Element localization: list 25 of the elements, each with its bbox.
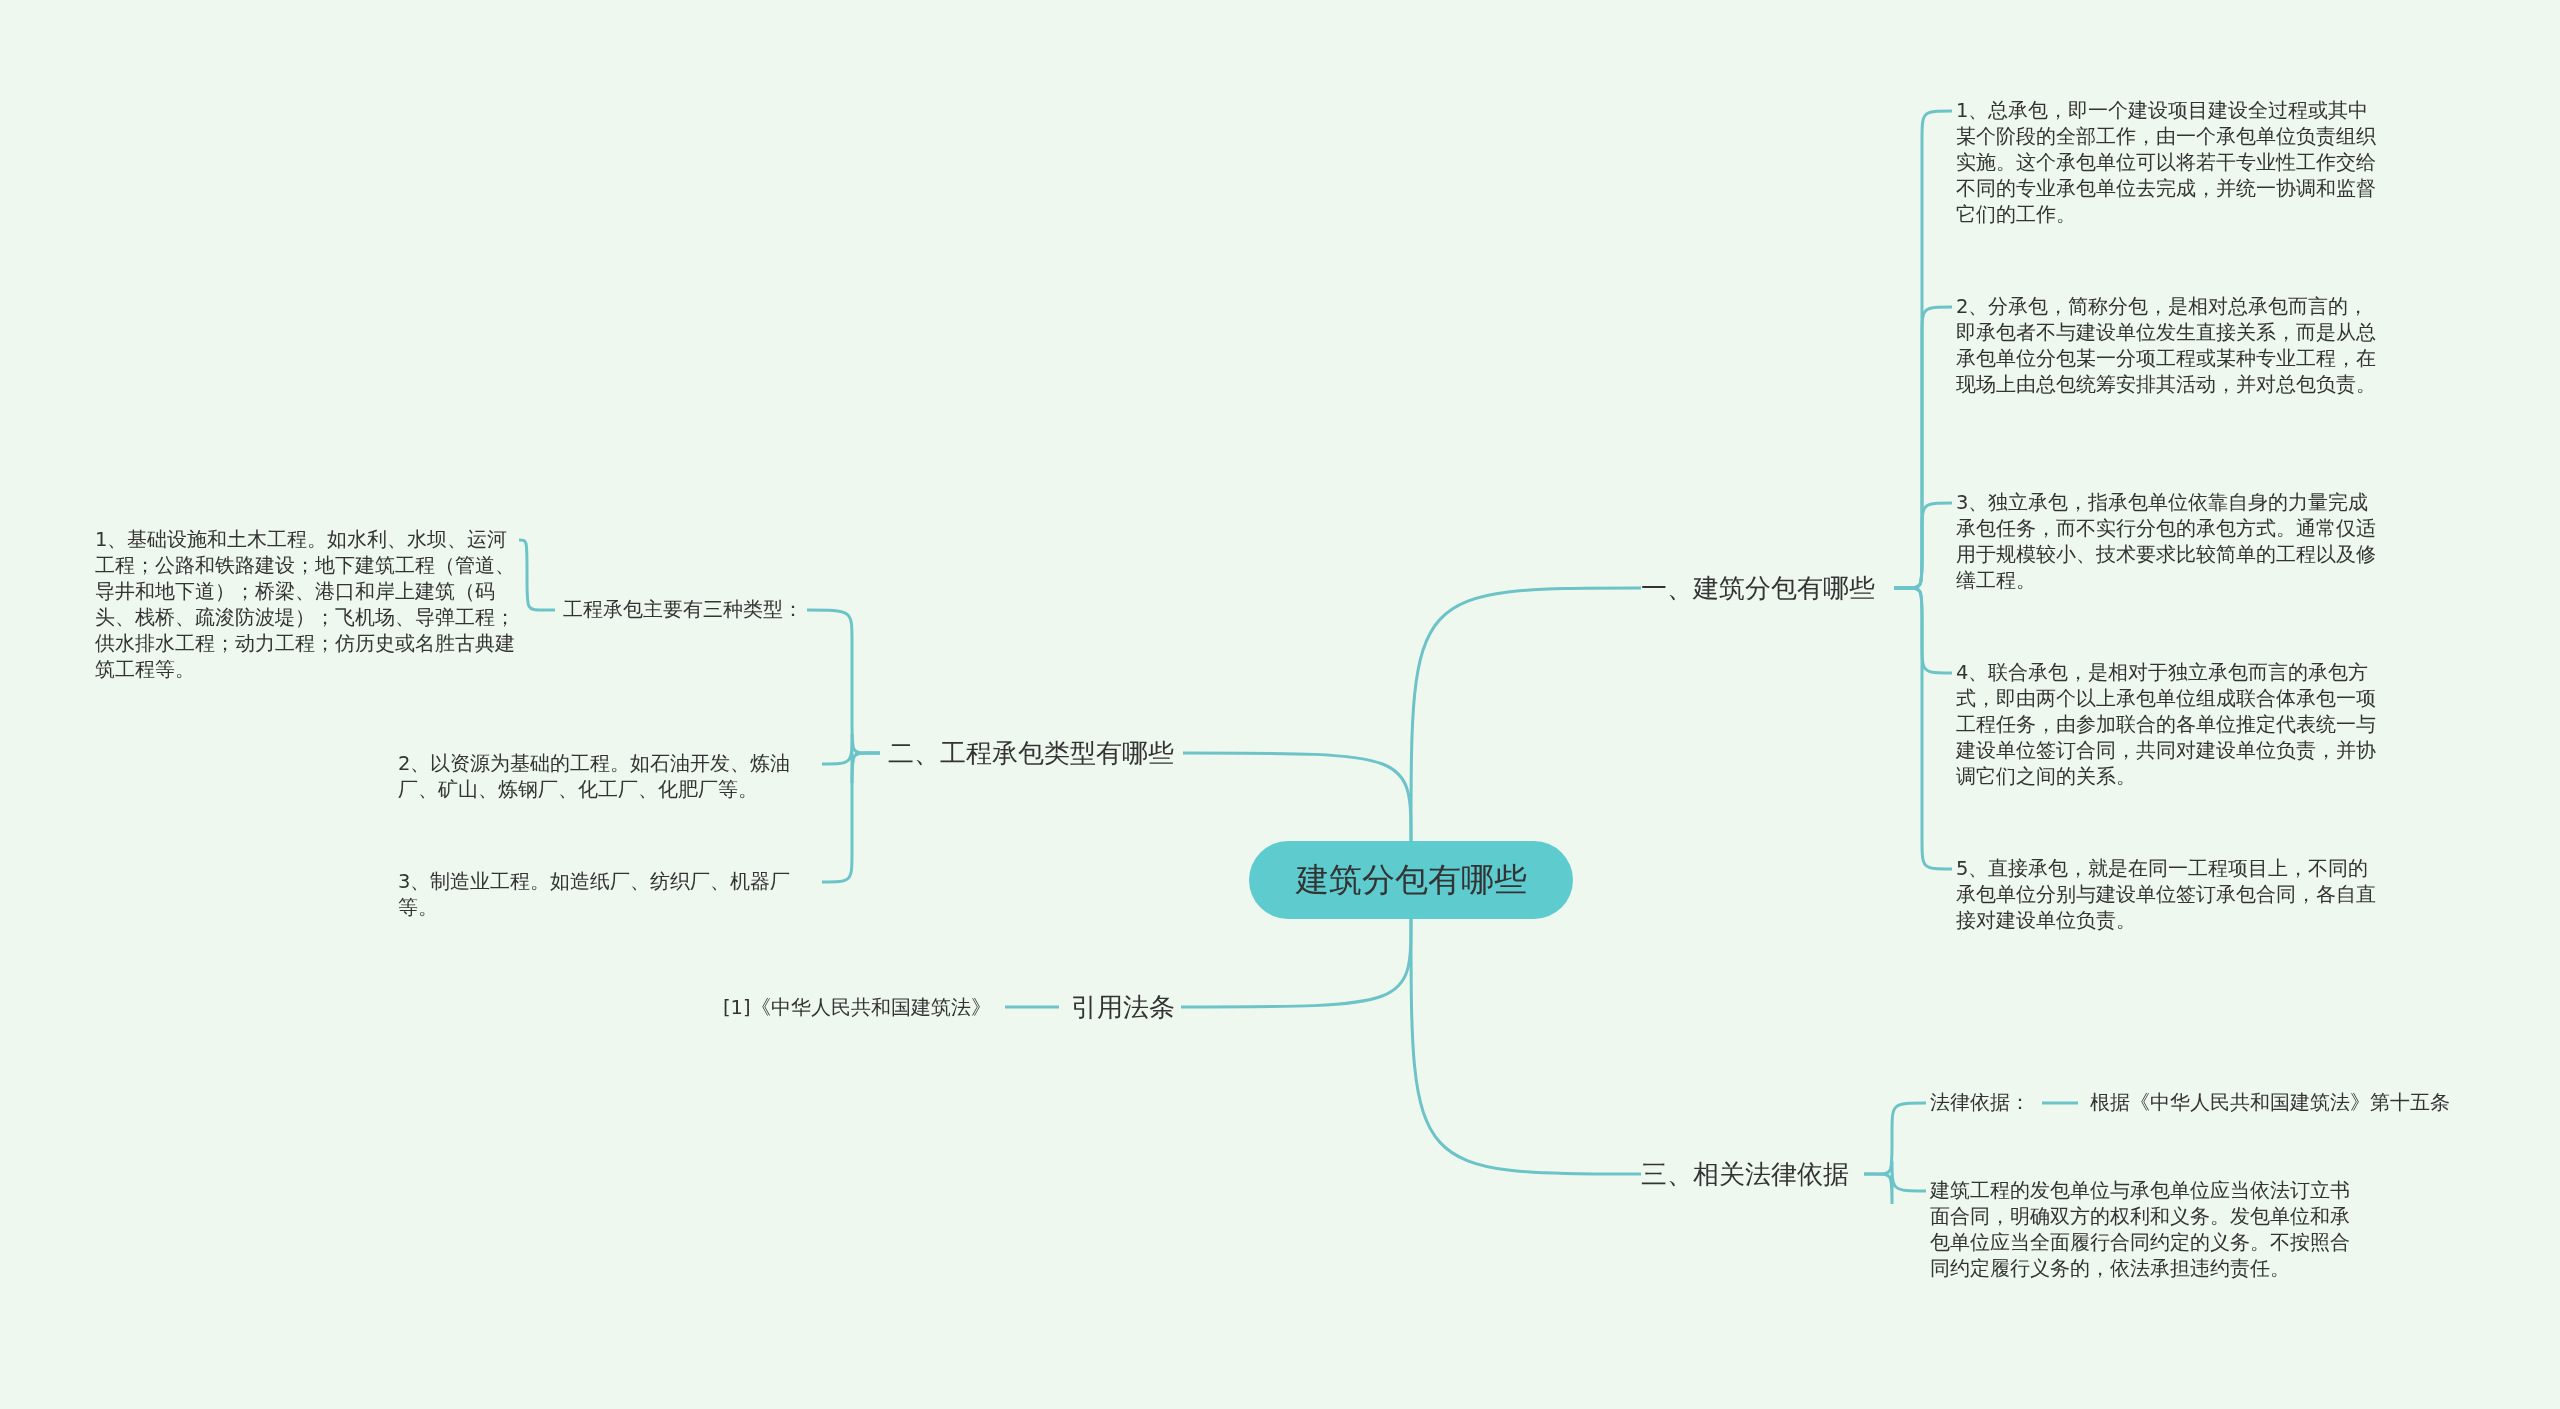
subtopic-text: 5、直接承包，就是在同一工程项目上，不同的承包单位分别与建设单位签订承包合同，各自直接对建设单位负责。 (1956, 856, 2381, 934)
subtopic-text: 法律依据： (1930, 1090, 2030, 1116)
branch-topic: 引用法条 (1071, 991, 1181, 1023)
connector-line (2042, 1101, 2078, 1105)
subtopic-text: 1、总承包，即一个建设项目建设全过程或其中某个阶段的全部工作，由一个承包单位负责组织实施。这个承包单位可以将若干专业性工作交给不同的专业承包单位去完成，并统一协调和监督它们的工作。 (1956, 98, 2381, 228)
connector-line (1005, 1005, 1059, 1009)
connector-line (1409, 586, 1641, 841)
branch-topic: 二、工程承包类型有哪些 (888, 737, 1183, 769)
subtopic-text: 2、以资源为基础的工程。如石油开发、炼油厂、矿山、炼钢厂、化工厂、化肥厂等。 (398, 751, 818, 803)
connector-line (1181, 919, 1413, 1009)
connector-line (1864, 1159, 1926, 1206)
central-topic-box: 建筑分包有哪些 (1249, 841, 1573, 919)
branch-topic: 一、建筑分包有哪些 (1641, 572, 1886, 604)
subtopic-text: 根据《中华人民共和国建筑法》第十五条 (2090, 1090, 2470, 1116)
connector-line (1409, 919, 1641, 1176)
subtopic-text: 1、基础设施和土木工程。如水利、水坝、运河工程；公路和铁路建设；地下建筑工程（管道、导井和地下道）；桥梁、港口和岸上建筑（码头、栈桥、疏浚防波堤）；飞机场、导弹工程；供水排水工程；动力工程；仿历史或名胜古典建筑工程等。 (95, 527, 515, 683)
branch-topic: 三、相关法律依据 (1641, 1158, 1856, 1190)
subtopic-text: 3、制造业工程。如造纸厂、纺织厂、机器厂等。 (398, 869, 818, 921)
subtopic-text: [1]《中华人民共和国建筑法》 (723, 995, 993, 1021)
subtopic-text: 2、分承包，简称分包，是相对总承包而言的，即承包者不与建设单位发生直接关系，而是从总承包单位分包某一分项工程或某种专业工程，在现场上由总包统筹安排其活动，并对总包负责。 (1956, 294, 2381, 398)
subtopic-text: 工程承包主要有三种类型： (563, 597, 803, 623)
connector-line (1183, 751, 1413, 841)
subtopic-text: 3、独立承包，指承包单位依靠自身的力量完成承包任务，而不实行分包的承包方式。通常仅适用于规模较小、技术要求比较简单的工程以及修缮工程。 (1956, 490, 2381, 594)
subtopic-text: 4、联合承包，是相对于独立承包而言的承包方式，即由两个以上承包单位组成联合体承包一项工程任务，由参加联合的各单位推定代表统一与建设单位签订合同，共同对建设单位负责，并协调它们之间的关系。 (1956, 660, 2381, 790)
subtopic-text: 建筑工程的发包单位与承包单位应当依法订立书面合同，明确双方的权利和义务。发包单位和承包单位应当全面履行合同约定的义务。不按照合同约定履行义务的，依法承担违约责任。 (1930, 1178, 2350, 1282)
